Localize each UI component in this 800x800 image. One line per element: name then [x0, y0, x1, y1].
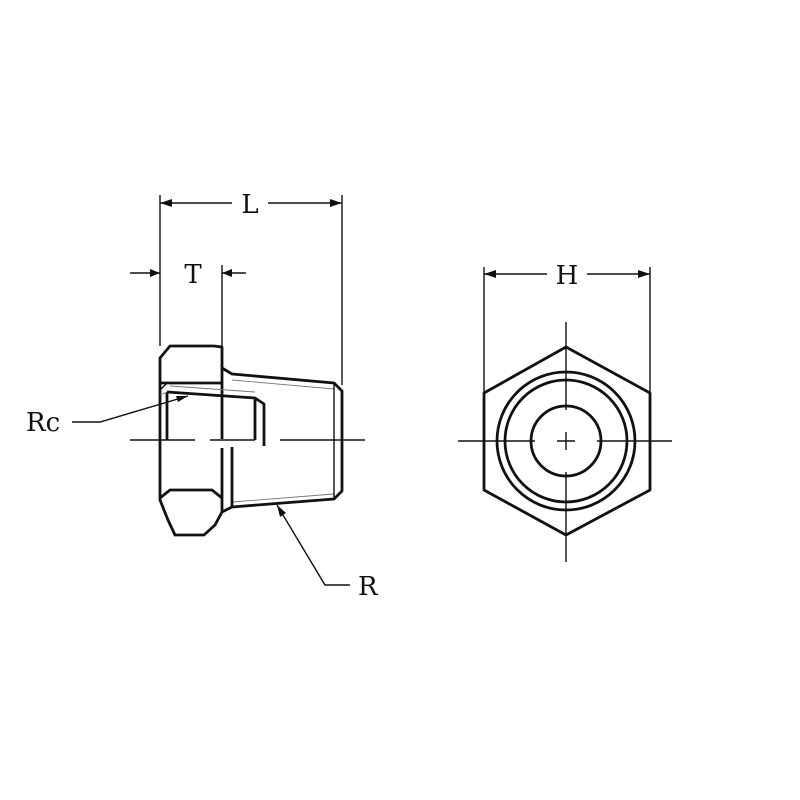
R-leader-arrow: [277, 505, 286, 517]
hex-facet-chamfer: [159, 382, 168, 391]
T-arrow-left: [150, 269, 160, 277]
tapered-thread-body: [221, 366, 344, 514]
Rc-leader-line: [72, 395, 189, 423]
dimension-T: T: [130, 260, 246, 347]
R-leader-line: [276, 504, 350, 586]
hex-facet-lower: [159, 488, 223, 500]
end-view: H: [458, 261, 672, 562]
H-label: H: [556, 261, 579, 291]
H-arrow-left: [484, 270, 496, 278]
T-label: T: [184, 260, 202, 290]
internal-thread-fine-1: [169, 385, 256, 393]
H-arrow-right: [638, 270, 650, 278]
Rc-label: Rc: [26, 408, 60, 438]
leader-R: R: [276, 504, 379, 602]
tapered-thread-inner-bottom: [231, 493, 335, 503]
T-arrow-right: [222, 269, 232, 277]
side-view: L T Rc R: [26, 190, 379, 602]
internal-bore: [165, 390, 266, 446]
Rc-leader-arrow: [176, 396, 188, 402]
L-label: L: [241, 190, 258, 220]
leader-Rc: Rc: [26, 395, 189, 438]
tapered-thread-inner-top: [231, 379, 335, 390]
internal-thread-fine-2: [159, 391, 168, 396]
dimension-H: H: [483, 261, 651, 393]
L-arrow-left: [160, 199, 172, 207]
R-label: R: [358, 572, 379, 602]
dimension-L: L: [159, 190, 343, 385]
L-arrow-right: [330, 199, 342, 207]
hex-body-outline: [158, 344, 224, 537]
